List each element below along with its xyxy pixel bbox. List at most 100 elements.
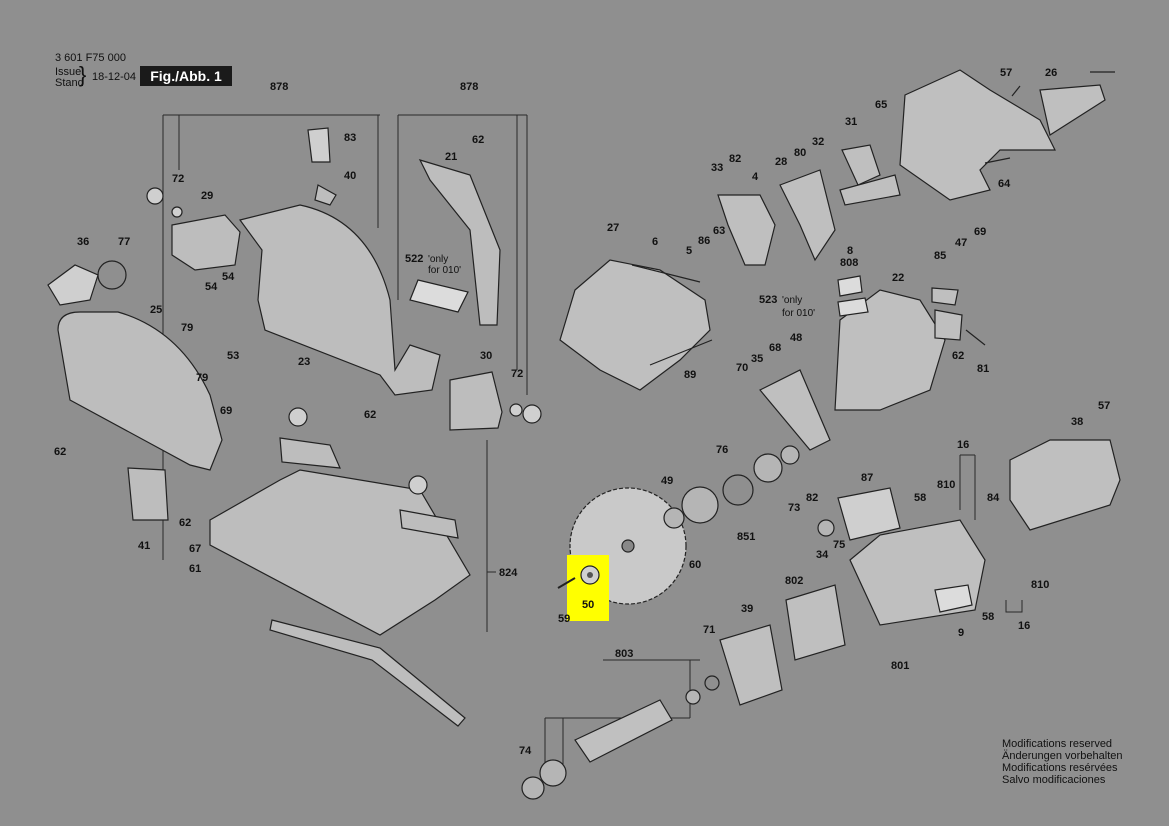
label-59: 59 — [558, 613, 570, 625]
label-87: 87 — [861, 472, 873, 484]
label-5: 5 — [686, 245, 692, 257]
label-824: 824 — [499, 567, 518, 579]
label-34: 34 — [816, 549, 829, 561]
label-69-b: 69 — [974, 226, 986, 238]
label-62-c: 62 — [54, 446, 66, 458]
issue-label: Issue — [55, 66, 82, 78]
bearing-plate-22 — [834, 289, 946, 411]
lever-4 — [717, 194, 776, 266]
label-61: 61 — [189, 563, 201, 575]
label-74: 74 — [519, 745, 532, 757]
label-62-b: 62 — [364, 409, 376, 421]
label-65: 65 — [875, 99, 887, 111]
label-35: 35 — [751, 353, 763, 365]
label-41: 41 — [138, 540, 150, 552]
part-34 — [817, 519, 835, 537]
doc-number: 3 601 F75 000 — [55, 52, 126, 64]
label-76: 76 — [716, 444, 728, 456]
label-49: 49 — [661, 475, 673, 487]
label-522 — [409, 279, 469, 313]
label-808: 808 — [840, 257, 858, 269]
label-80: 80 — [794, 147, 806, 159]
label-851: 851 — [737, 531, 755, 543]
label-40: 40 — [344, 170, 356, 182]
label-62-e: 62 — [952, 350, 964, 362]
label-70: 70 — [736, 362, 748, 374]
label-77: 77 — [118, 236, 130, 248]
end-cap-38 — [1009, 439, 1121, 531]
label-16-a: 16 — [957, 439, 969, 451]
label-31: 31 — [845, 116, 857, 128]
label-63: 63 — [713, 225, 725, 237]
label-79-b: 79 — [196, 372, 208, 384]
knob-72b — [522, 404, 542, 424]
label-810-a: 810 — [937, 479, 955, 491]
label-22: 22 — [892, 272, 904, 284]
label-60: 60 — [689, 559, 701, 571]
upper-guard-23 — [238, 204, 441, 396]
modifications-fr: Modifications resérvées — [1002, 762, 1118, 774]
label-75: 75 — [833, 539, 845, 551]
label-58-a: 58 — [914, 492, 926, 504]
label-82-b: 82 — [806, 492, 818, 504]
brace-symbol: } — [79, 62, 87, 87]
label-69-a: 69 — [220, 405, 232, 417]
label-801: 801 — [891, 660, 909, 672]
label-8 — [837, 275, 863, 297]
label-6: 6 — [652, 236, 658, 248]
label-81: 81 — [977, 363, 989, 375]
label-54-a: 54 — [222, 271, 235, 283]
part-31 — [841, 144, 881, 186]
shaft-65 — [839, 174, 901, 206]
label-25: 25 — [150, 304, 162, 316]
label-54-b: 54 — [205, 281, 218, 293]
label-64: 64 — [998, 178, 1011, 190]
label-4: 4 — [752, 171, 759, 183]
fan-39 — [719, 624, 783, 706]
label-72-a: 72 — [172, 173, 184, 185]
ring-76 — [722, 474, 754, 506]
label-9 — [934, 584, 973, 613]
label-8: 8 — [847, 245, 853, 257]
note-522: 'only — [428, 254, 448, 265]
label-85: 85 — [934, 250, 946, 262]
label-30: 30 — [480, 350, 492, 362]
modifications-de: Änderungen vorbehalten — [1002, 750, 1123, 762]
label-16-b: 16 — [1018, 620, 1030, 632]
rod-89 — [649, 339, 713, 366]
rail-plate — [269, 619, 466, 727]
label-802: 802 — [785, 575, 803, 587]
ring-77 — [97, 260, 127, 290]
label-50: 50 — [582, 599, 594, 611]
label-878-right: 878 — [460, 81, 478, 93]
label-38: 38 — [1071, 416, 1083, 428]
spring-81 — [965, 329, 986, 346]
spring-83 — [307, 127, 331, 163]
handle-grip — [1039, 84, 1106, 136]
lever-28 — [779, 169, 836, 262]
part-87 — [837, 487, 901, 541]
label-29: 29 — [201, 190, 213, 202]
label-57-b: 57 — [1098, 400, 1110, 412]
part-72a — [146, 187, 164, 205]
label-82-a: 82 — [729, 153, 741, 165]
highlight-box-50 — [567, 555, 609, 621]
part-824-cap-b — [408, 475, 428, 495]
label-36: 36 — [77, 236, 89, 248]
part-40 — [314, 184, 337, 206]
label-84: 84 — [987, 492, 1000, 504]
part-85 — [931, 287, 959, 306]
part-824b — [279, 437, 341, 469]
shaft-6 — [631, 264, 701, 283]
label-39: 39 — [741, 603, 753, 615]
lower-guard-25 — [57, 311, 223, 471]
label-62-d: 62 — [179, 517, 191, 529]
label-67: 67 — [189, 543, 201, 555]
label-523 — [837, 297, 869, 317]
label-86: 86 — [698, 235, 710, 247]
label-27: 27 — [607, 222, 619, 234]
screw-59 — [557, 577, 576, 589]
label-47: 47 — [955, 237, 967, 249]
label-68: 68 — [769, 342, 781, 354]
